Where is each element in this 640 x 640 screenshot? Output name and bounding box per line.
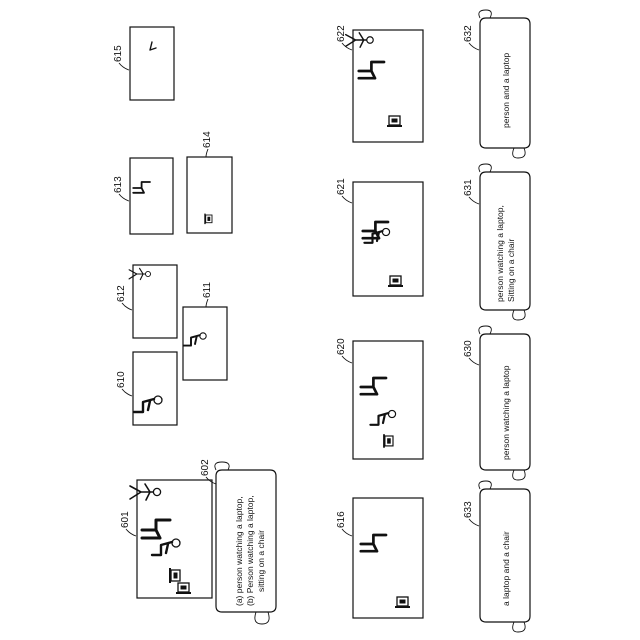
label-630: 630 <box>463 340 474 357</box>
label-622: 622 <box>336 25 347 42</box>
scroll-curl <box>479 326 491 334</box>
leader-line <box>469 197 479 204</box>
scroll-curl <box>513 470 525 480</box>
label-631: 631 <box>463 179 474 196</box>
scroll-curl <box>479 164 491 172</box>
laptop-icon <box>176 583 191 594</box>
laptop-icon <box>383 434 393 448</box>
scroll-curl <box>513 148 525 158</box>
scene-frame-611 <box>183 307 227 380</box>
scroll-632-line1: person and a laptop <box>501 53 511 128</box>
label-614: 614 <box>202 131 213 148</box>
leader-line <box>342 356 352 363</box>
label-602: 602 <box>200 459 211 476</box>
scene-frame-613 <box>130 158 173 234</box>
scroll-curl <box>513 310 525 320</box>
scene-frame-612 <box>133 265 177 338</box>
scene-frame-615 <box>130 27 174 100</box>
label-621: 621 <box>336 178 347 195</box>
label-633: 633 <box>463 501 474 518</box>
laptop-icon <box>204 214 212 225</box>
leader-line <box>126 529 136 536</box>
label-610: 610 <box>116 371 127 388</box>
laptop-icon <box>388 276 403 287</box>
label-632: 632 <box>463 25 474 42</box>
leader-line <box>206 299 208 307</box>
scroll-curl <box>255 612 269 624</box>
scroll-curl <box>513 622 525 632</box>
label-611: 611 <box>202 282 213 298</box>
scroll-curl <box>479 10 491 18</box>
leader-line <box>122 303 132 310</box>
scroll-631 <box>480 172 530 310</box>
scroll-curl <box>479 481 491 489</box>
scene-frame-610 <box>133 352 177 425</box>
leader-line <box>119 63 129 70</box>
scroll-602-line1: (a) person watching a laptop, <box>234 496 244 606</box>
leader-line <box>469 519 479 526</box>
laptop-icon <box>169 568 180 583</box>
laptop-icon <box>395 597 410 608</box>
leader-line <box>119 194 129 201</box>
label-613: 613 <box>113 176 124 193</box>
scroll-602-line3: sitting on a chair <box>256 530 266 592</box>
scroll-631-line1: person watching a laptop, <box>495 205 505 302</box>
label-612: 612 <box>116 285 127 302</box>
label-616: 616 <box>336 511 347 528</box>
leader-line <box>122 389 132 396</box>
scroll-633-line1: a laptop and a chair <box>501 531 511 606</box>
scroll-631-line2: Sitting on a chair <box>506 239 516 302</box>
leader-line <box>206 149 208 157</box>
label-601: 601 <box>120 511 131 528</box>
scroll-630-line1: person watching a laptop <box>501 365 511 460</box>
scene-frame-616 <box>353 498 423 618</box>
leader-line <box>469 43 479 50</box>
scroll-curl <box>215 462 229 470</box>
scroll-602-line2: (b) Person watching a laptop, <box>245 495 255 606</box>
label-615: 615 <box>113 45 124 62</box>
leader-line <box>469 358 479 365</box>
leader-line <box>342 196 352 203</box>
laptop-icon <box>387 116 402 127</box>
label-620: 620 <box>336 338 347 355</box>
leader-line <box>342 529 352 536</box>
